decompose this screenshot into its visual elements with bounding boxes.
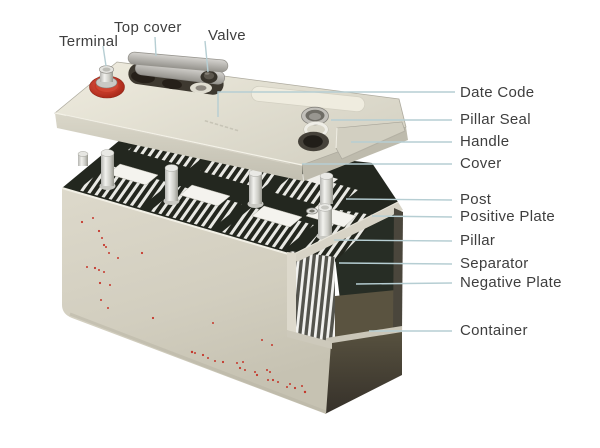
label-valve: Valve (208, 27, 246, 44)
leader-lines (102, 36, 455, 332)
label-pillar: Pillar (460, 232, 496, 249)
label-container: Container (460, 322, 528, 339)
valve-graphic (200, 70, 218, 84)
label-top-cover: Top cover (114, 19, 182, 36)
cutaway-interior-graphic (290, 172, 403, 348)
label-handle: Handle (460, 133, 510, 150)
label-negative-plate: Negative Plate (460, 274, 562, 291)
negative-plate-graphic (294, 210, 396, 300)
container-front-graphic (61, 187, 332, 414)
red-speckles (80, 217, 307, 394)
label-date-code: Date Code (460, 84, 535, 101)
post-graphic (319, 172, 334, 204)
cover-graphic (54, 51, 408, 181)
label-positive-plate: Positive Plate (460, 208, 556, 225)
label-terminal: Terminal (59, 33, 119, 50)
date-code-graphic (204, 120, 239, 132)
top-cover-strip-graphic (127, 51, 229, 73)
label-cover: Cover (460, 155, 502, 172)
label-separator: Separator (460, 255, 529, 272)
separator-stack-graphic (290, 251, 335, 345)
pillar-graphic-cutaway (316, 203, 334, 240)
cover-hole-graphic (298, 131, 329, 152)
handle-graphic (335, 121, 406, 160)
terminal-graphic (89, 65, 125, 99)
label-post: Post (460, 191, 492, 208)
label-pillar-seal: Pillar Seal (460, 111, 531, 128)
